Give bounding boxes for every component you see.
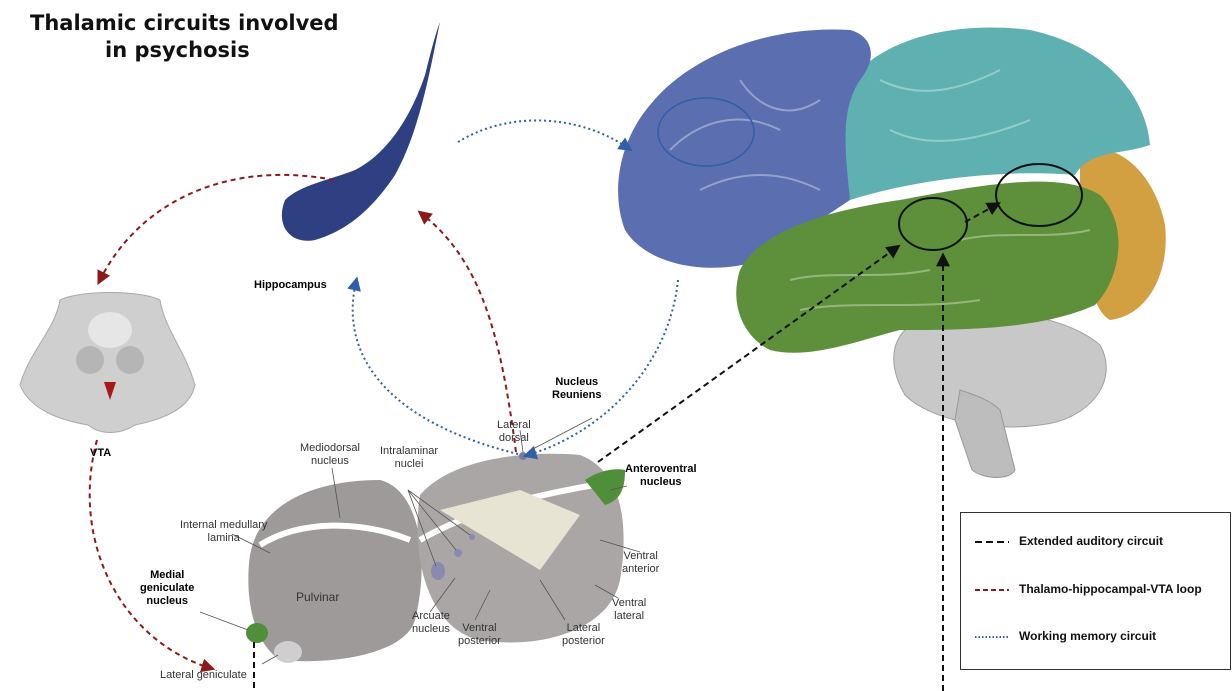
legend-label-auditory: Extended auditory circuit: [1019, 534, 1163, 548]
legend-swatch-auditory: [975, 540, 1009, 544]
legend-item-auditory: Extended auditory circuit: [961, 531, 1230, 551]
page-title: Thalamic circuits involved in psychosis: [30, 10, 339, 64]
legend-label-vta-loop: Thalamo-hippocampal-VTA loop: [1019, 582, 1202, 596]
legend-label-working-memory: Working memory circuit: [1019, 629, 1156, 643]
legend-swatch-vta-loop: [975, 588, 1009, 592]
pulvinar-mass: [248, 480, 421, 661]
vta-section: [20, 293, 195, 433]
title-line-1: Thalamic circuits involved: [30, 11, 339, 35]
title-line-2: in psychosis: [30, 37, 339, 64]
label-vta: VTA: [90, 447, 111, 460]
medial-geniculate-nucleus: [246, 623, 268, 643]
legend-swatch-working-memory: [975, 635, 1009, 639]
legend-box: Extended auditory circuit Thalamo-hippoc…: [960, 512, 1231, 670]
lateral-geniculate-nucleus: [274, 641, 302, 663]
legend-item-vta-loop: Thalamo-hippocampal-VTA loop: [961, 579, 1230, 599]
brain-illustration: [618, 28, 1166, 478]
label-hippocampus: Hippocampus: [254, 279, 327, 292]
label-pulvinar: Pulvinar: [296, 591, 339, 604]
legend-item-working-memory: Working memory circuit: [961, 626, 1230, 646]
label-lateral-geniculate: Lateral geniculate: [160, 669, 247, 682]
